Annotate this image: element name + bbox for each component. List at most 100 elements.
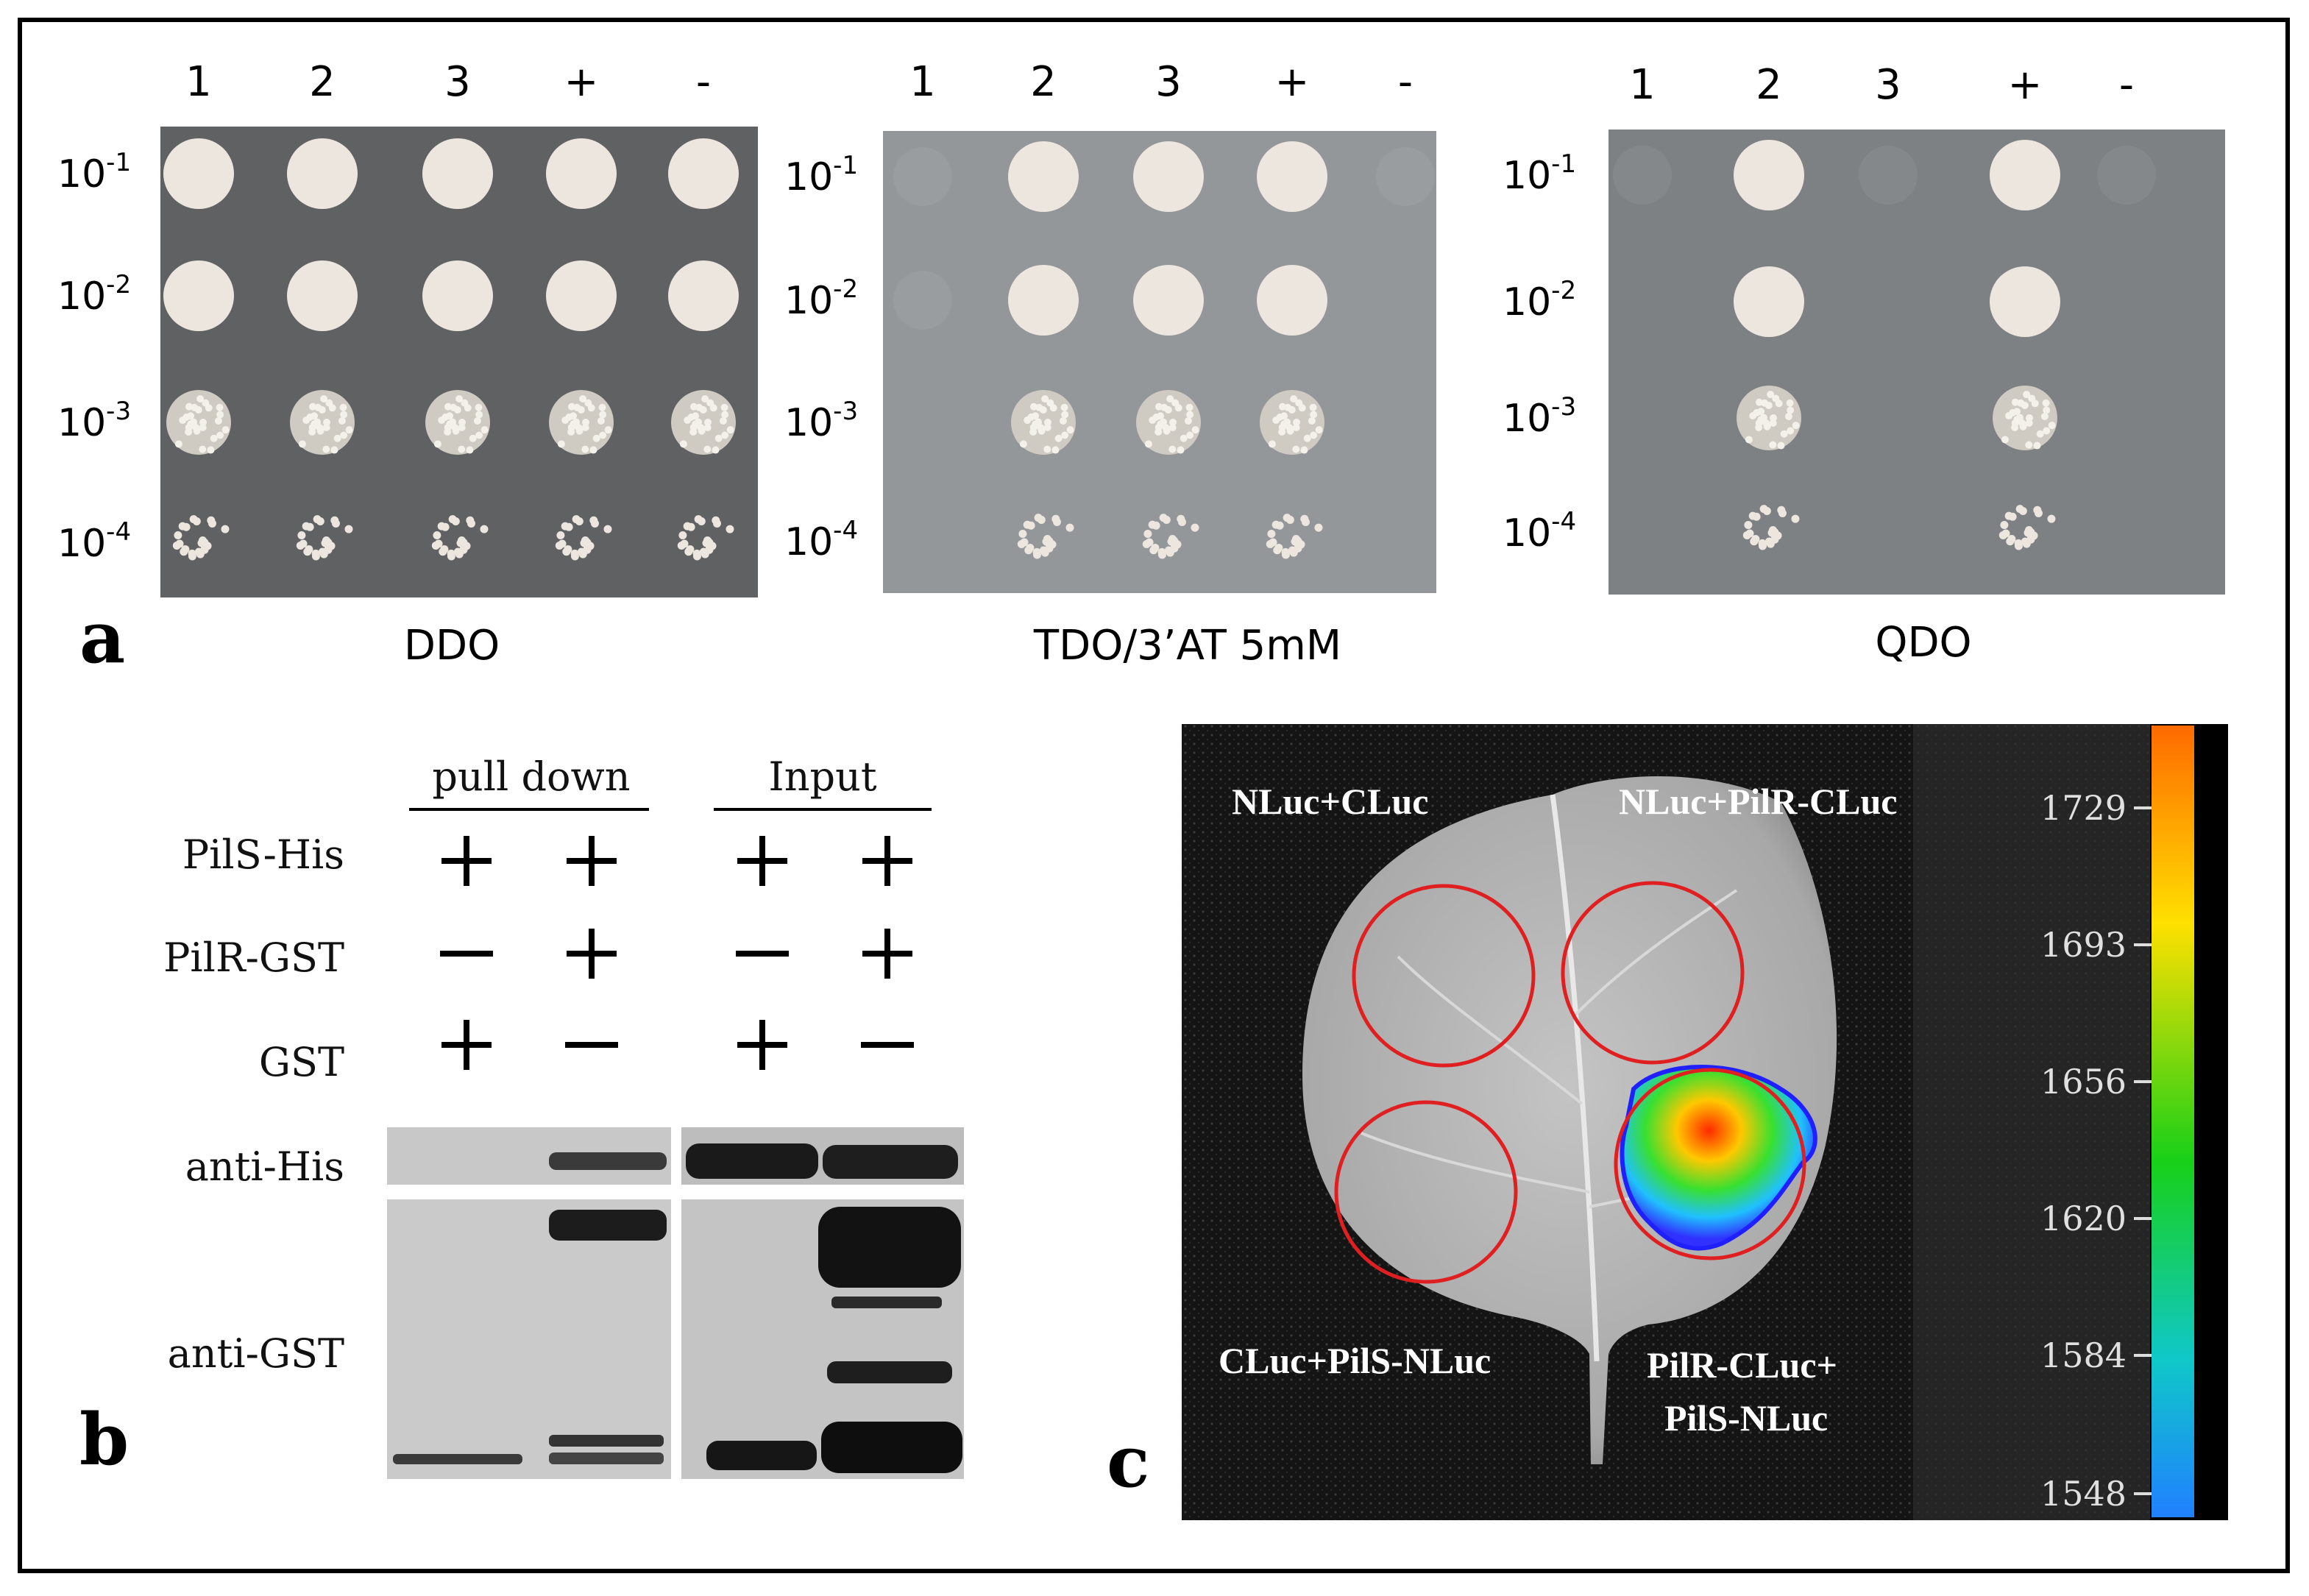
colony-grain: [1298, 404, 1306, 412]
colony-grain: [2048, 422, 2056, 430]
colony-grain: [592, 434, 600, 442]
column-label: -: [696, 58, 711, 106]
colony-dot: [1314, 523, 1323, 532]
colony-grain: [1300, 446, 1308, 454]
colony-grain: [1037, 424, 1045, 432]
plate-name-tdo: TDO/3’AT 5mM: [1033, 622, 1341, 670]
colony-grain: [719, 416, 727, 425]
colony-dot: [2029, 531, 2038, 540]
colony-grain: [1303, 434, 1311, 442]
colony-grain: [2025, 419, 2033, 427]
colony-grain: [1760, 414, 1768, 422]
band-gst-input-lane1-low: [706, 1441, 817, 1470]
colony-grain: [1769, 419, 1777, 427]
tdo-dilution-labels: 10-110-210-310-4: [784, 151, 858, 564]
colony-spot: [668, 138, 739, 209]
colony-dot: [203, 542, 212, 550]
colony-spots: [163, 138, 2156, 561]
colony-dot: [692, 552, 701, 561]
column-label: 3: [1155, 58, 1182, 106]
colony-dot: [431, 541, 440, 550]
colony-dot: [198, 536, 207, 545]
colony-grain: [1186, 431, 1194, 439]
colony-dot: [207, 516, 216, 525]
colony-spot-faint: [893, 147, 952, 206]
colony-grain: [2023, 391, 2031, 399]
leaf-midrib: [1550, 794, 1600, 1362]
colony-grain: [1769, 441, 1777, 449]
colony-dot: [188, 552, 196, 561]
colony-dot: [322, 536, 330, 545]
circle-top-left: [1352, 884, 1536, 1068]
colony-grain: [1049, 404, 1057, 412]
plus-minus-matrix: [440, 836, 914, 1070]
colony-grain: [1787, 406, 1795, 414]
colony-grain: [1162, 424, 1170, 432]
colony-dot: [1267, 530, 1276, 539]
colony-dot: [1773, 531, 1782, 540]
colony-dot: [562, 547, 571, 556]
band-gst-pulldown-lane2-low1: [549, 1435, 664, 1447]
colony-dot: [2006, 537, 2015, 546]
dilution-label: 10-1: [1503, 149, 1576, 198]
luciferase-image: NLuc+CLuc NLuc+PilR-CLuc CLuc+PilS-NLuc …: [1182, 724, 2228, 1520]
colony-grain: [1787, 427, 1795, 435]
colony-grain: [679, 440, 687, 448]
colony-dot: [589, 516, 598, 525]
band-his-input-lane1: [686, 1143, 818, 1179]
scale-tick-label: 1729: [2040, 788, 2127, 828]
colony-dot: [1018, 530, 1027, 539]
colony-dot: [586, 542, 595, 550]
plus-sign: [567, 836, 617, 886]
label-pils-nluc: PilS-NLuc: [1664, 1397, 1828, 1439]
colony-grain: [2021, 402, 2029, 410]
plate-name-qdo: QDO: [1875, 619, 1971, 667]
colony-grain: [433, 440, 441, 448]
colony-grain: [207, 446, 215, 454]
colony-grain: [1315, 426, 1323, 434]
colony-grain: [2042, 399, 2050, 407]
colony-dot: [296, 541, 305, 550]
colony-dot: [1191, 523, 1199, 532]
row-label-pilr-gst: PilR-GST: [163, 934, 344, 981]
plus-sign: [567, 929, 617, 979]
colony-dot: [1065, 523, 1074, 532]
luminescence-signal: [1620, 1065, 1817, 1251]
colony-grain: [221, 426, 230, 434]
colony-dot: [1048, 540, 1057, 549]
colony-grain: [1784, 412, 1792, 420]
leaf: [1302, 776, 1837, 1464]
colony-dot: [344, 525, 353, 533]
colony-dot: [1291, 534, 1300, 543]
colony-dot: [578, 550, 587, 558]
colony-grain: [1059, 416, 1067, 425]
scale-bar-gradient: [2152, 726, 2194, 1517]
colony-grain: [449, 418, 457, 426]
colony-dot: [561, 522, 570, 531]
colony-dot: [1758, 542, 1767, 550]
colony-grain: [475, 431, 483, 439]
column-label: 3: [1875, 61, 1901, 109]
western-blot: [387, 1127, 964, 1479]
colony-grain: [187, 412, 195, 420]
colony-grain: [692, 412, 700, 420]
column-label: +: [2008, 61, 2043, 109]
colony-grain: [2025, 441, 2033, 449]
colony-grain: [597, 416, 605, 425]
colony-grain: [1780, 430, 1788, 438]
colony-grain: [1157, 412, 1165, 420]
colony-grain: [570, 412, 578, 420]
scale-tick-label: 1584: [2040, 1336, 2127, 1375]
colony-grain: [1762, 419, 1770, 428]
row-label-gst: GST: [259, 1039, 344, 1085]
colony-grain: [2043, 406, 2051, 414]
colony-grain: [1745, 436, 1753, 444]
colony-spot-faint: [1613, 146, 1672, 205]
column-label: -: [2119, 61, 2134, 109]
colony-dot: [480, 525, 489, 533]
colony-grain: [701, 395, 709, 403]
